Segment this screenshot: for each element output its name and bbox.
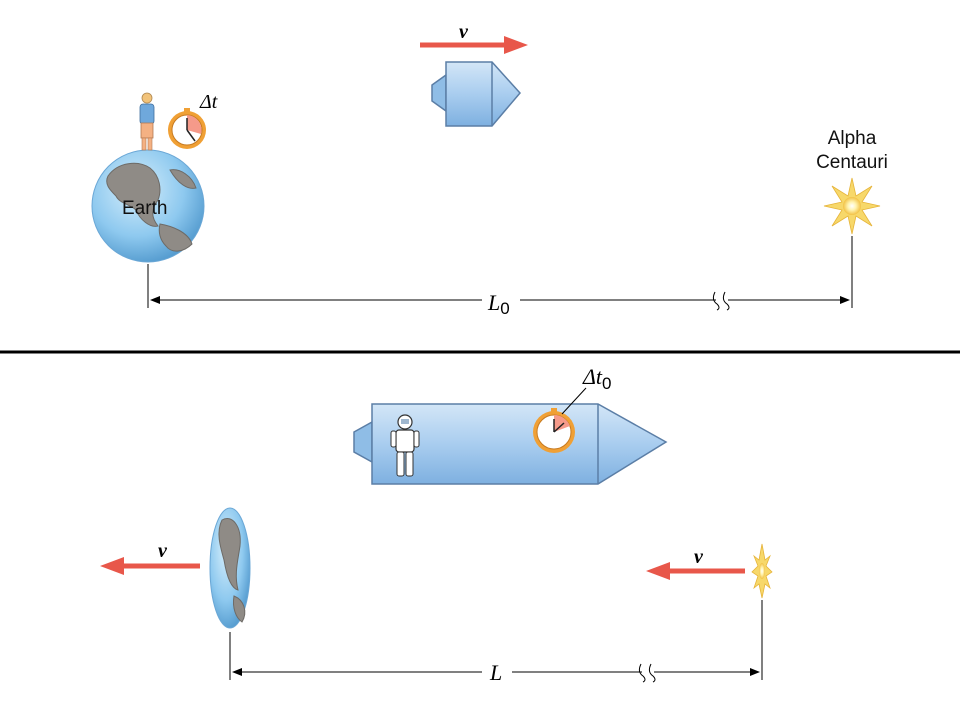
rocket-velocity-label: v	[459, 21, 469, 43]
top-panel: v Earth	[91, 21, 888, 318]
bottom-panel: Δt0 v v	[100, 364, 773, 685]
distance-L0-line	[147, 236, 853, 311]
rocket-large	[353, 403, 668, 485]
star-label-line2: Centauri	[816, 152, 888, 173]
rocket-velocity-arrow	[420, 36, 528, 54]
earth-velocity-label: v	[158, 540, 168, 562]
distance-L-line	[229, 600, 763, 683]
earth-contracted-globe	[209, 507, 251, 629]
earth-velocity-arrow	[100, 557, 200, 575]
earth-stopwatch-icon	[168, 108, 206, 149]
earth-label: Earth	[122, 198, 167, 219]
rocket-stopwatch-icon	[533, 408, 575, 453]
earth-clock-label: Δt	[199, 91, 218, 113]
rocket-small	[431, 61, 521, 127]
star-velocity-label: v	[694, 546, 704, 568]
earth-observer-figure	[139, 92, 155, 151]
rocket-clock-pointer	[561, 387, 587, 415]
earth-globe	[91, 149, 205, 263]
distance-L0-label: L0	[487, 290, 510, 318]
star-label-line1: Alpha	[828, 128, 877, 149]
alpha-centauri-star-icon	[823, 177, 881, 235]
alpha-centauri-contracted-star-icon	[751, 543, 773, 599]
rocket-clock-label: Δt0	[582, 364, 612, 393]
star-velocity-arrow	[646, 562, 745, 580]
distance-L-label: L	[489, 660, 502, 685]
astronaut-figure	[390, 414, 420, 477]
